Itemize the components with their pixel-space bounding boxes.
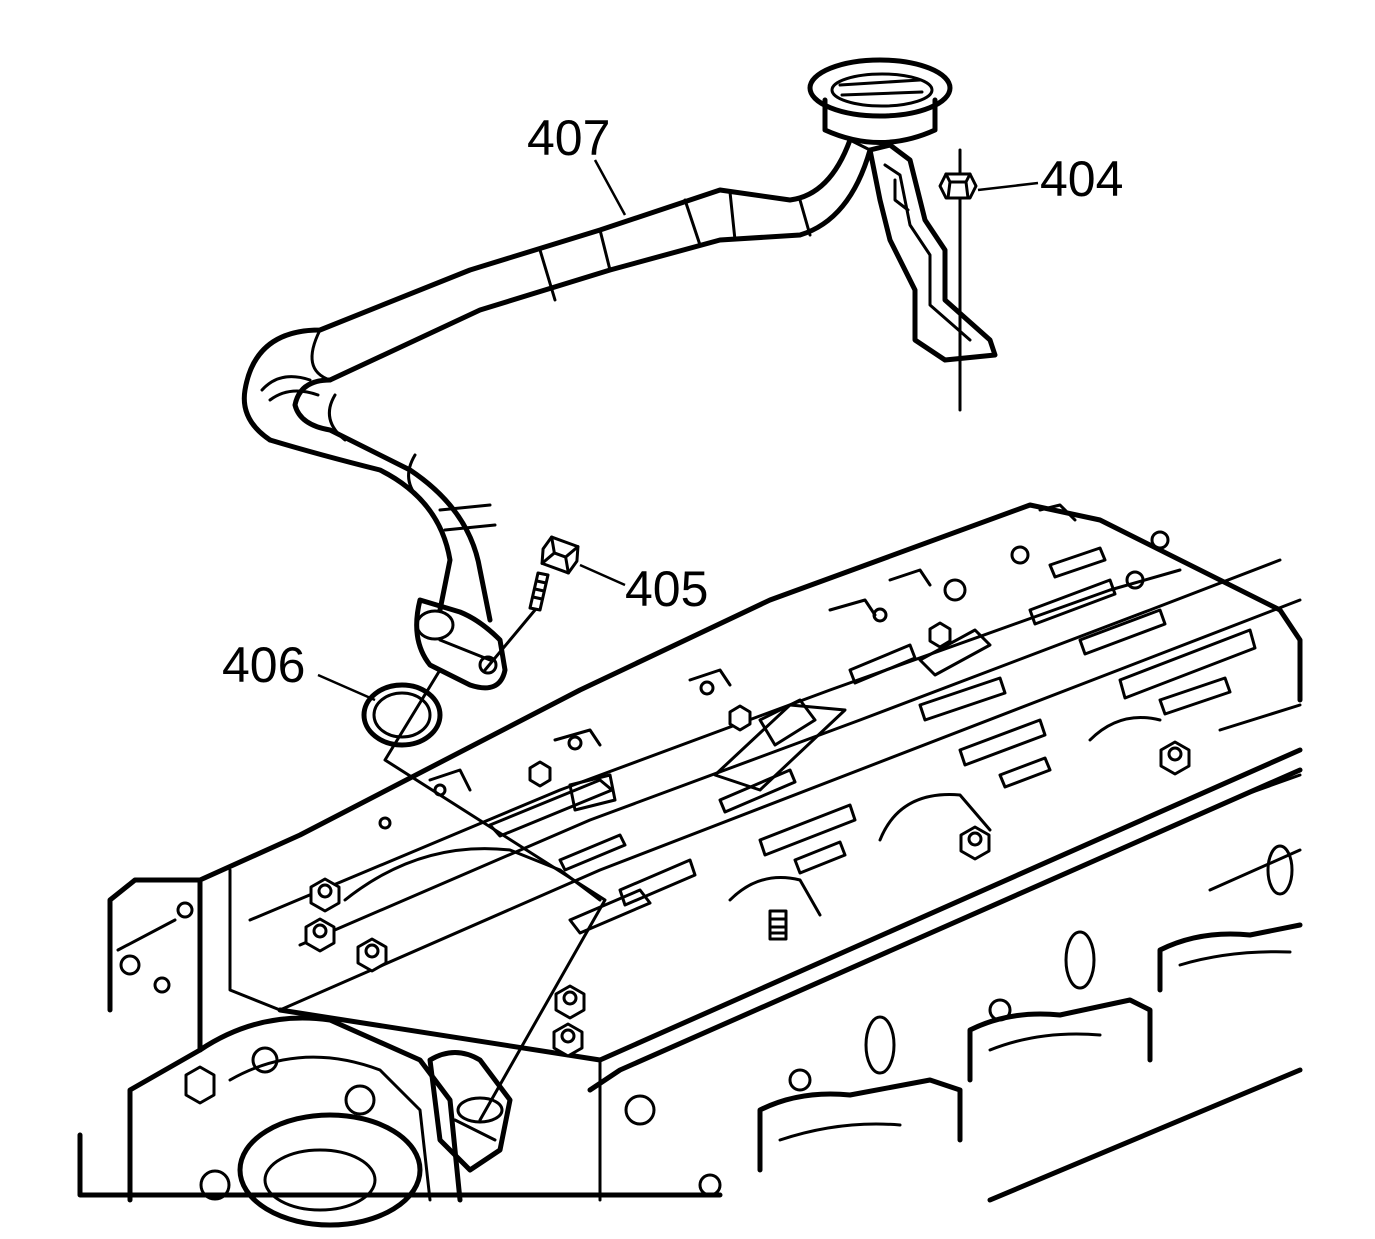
bolt-405 (483, 535, 580, 672)
callout-label-405: 405 (625, 561, 708, 617)
valve-slot-group (488, 546, 1302, 935)
callout-407: 407 (527, 110, 627, 216)
pcv-port (427, 1050, 513, 1173)
oil-fill-cap (807, 57, 953, 152)
engine-block (77, 502, 1303, 1228)
callout-label-404: 404 (1040, 151, 1123, 207)
exhaust-ports (624, 844, 1303, 1197)
callout-label-406: 406 (222, 637, 305, 693)
pcv-hose-407 (241, 137, 873, 623)
timing-cover (184, 1015, 463, 1228)
alignment-line-tick (558, 868, 602, 902)
mounting-bracket (867, 142, 998, 363)
stud-404 (938, 148, 978, 412)
callout-406: 406 (222, 637, 376, 702)
o-ring-406 (361, 682, 443, 748)
hose-flange (414, 597, 508, 691)
callout-label-407: 407 (527, 110, 610, 166)
head-bolts (304, 621, 1191, 1058)
alignment-line (383, 668, 607, 1122)
callout-404: 404 (977, 151, 1123, 207)
callout-405: 405 (579, 561, 708, 617)
